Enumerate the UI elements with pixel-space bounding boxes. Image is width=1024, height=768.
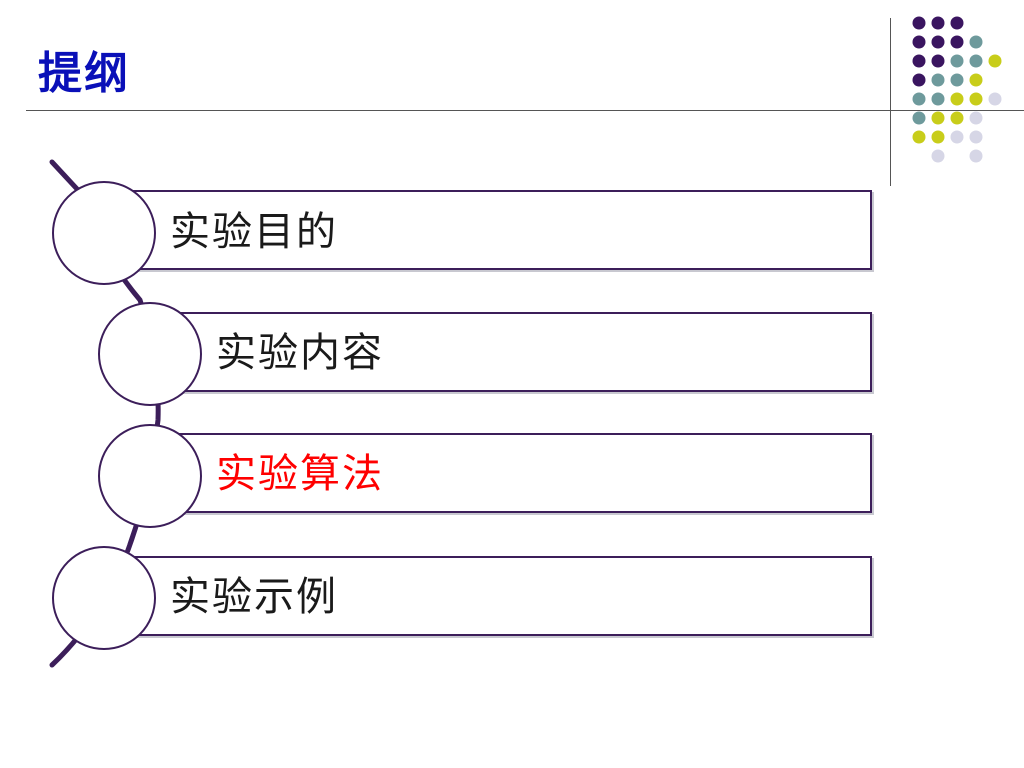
decorative-dot xyxy=(950,54,964,68)
decorative-dot xyxy=(912,92,926,106)
decorative-dot xyxy=(969,35,983,49)
decorative-dot xyxy=(931,35,945,49)
outline-item-1-box xyxy=(118,190,872,270)
outline-item-3-box xyxy=(160,433,872,513)
decorative-dot-grid xyxy=(912,16,1002,163)
decorative-dot xyxy=(912,35,926,49)
outline-item-2-label: 实验内容 xyxy=(216,330,384,376)
decorative-dot xyxy=(969,111,983,125)
slide-title: 提纲 xyxy=(38,48,130,99)
decorative-dot xyxy=(931,130,945,144)
decorative-dot xyxy=(931,149,945,163)
decorative-dot xyxy=(950,130,964,144)
decorative-dot xyxy=(988,92,1002,106)
decorative-dot xyxy=(912,111,926,125)
decorative-dot xyxy=(931,111,945,125)
decorative-dot xyxy=(912,16,926,30)
decorative-dot xyxy=(969,54,983,68)
outline-item-2-box xyxy=(160,312,872,392)
outline-item-4-bullet xyxy=(52,546,156,650)
decorative-dot xyxy=(988,54,1002,68)
outline-item-2-bullet xyxy=(98,302,202,406)
decorative-dot xyxy=(912,130,926,144)
decorative-dot xyxy=(950,111,964,125)
decorative-dot xyxy=(969,130,983,144)
outline-item-4-box xyxy=(118,556,872,636)
outline-item-1-bullet xyxy=(52,181,156,285)
decorative-dot xyxy=(950,35,964,49)
corner-divider xyxy=(890,18,891,186)
outline-item-4-label: 实验示例 xyxy=(170,574,338,620)
decorative-dot xyxy=(931,92,945,106)
outline-item-3-bullet xyxy=(98,424,202,528)
decorative-dot xyxy=(969,92,983,106)
decorative-dot xyxy=(931,73,945,87)
outline-item-3-label: 实验算法 xyxy=(216,451,384,497)
decorative-dot xyxy=(969,73,983,87)
decorative-dot xyxy=(950,16,964,30)
decorative-dot xyxy=(931,16,945,30)
decorative-dot xyxy=(931,54,945,68)
decorative-dot xyxy=(912,73,926,87)
title-divider xyxy=(26,110,1024,111)
decorative-dot xyxy=(950,73,964,87)
decorative-dot xyxy=(912,54,926,68)
decorative-dot xyxy=(950,92,964,106)
outline-item-1-label: 实验目的 xyxy=(170,209,338,255)
decorative-dot xyxy=(969,149,983,163)
